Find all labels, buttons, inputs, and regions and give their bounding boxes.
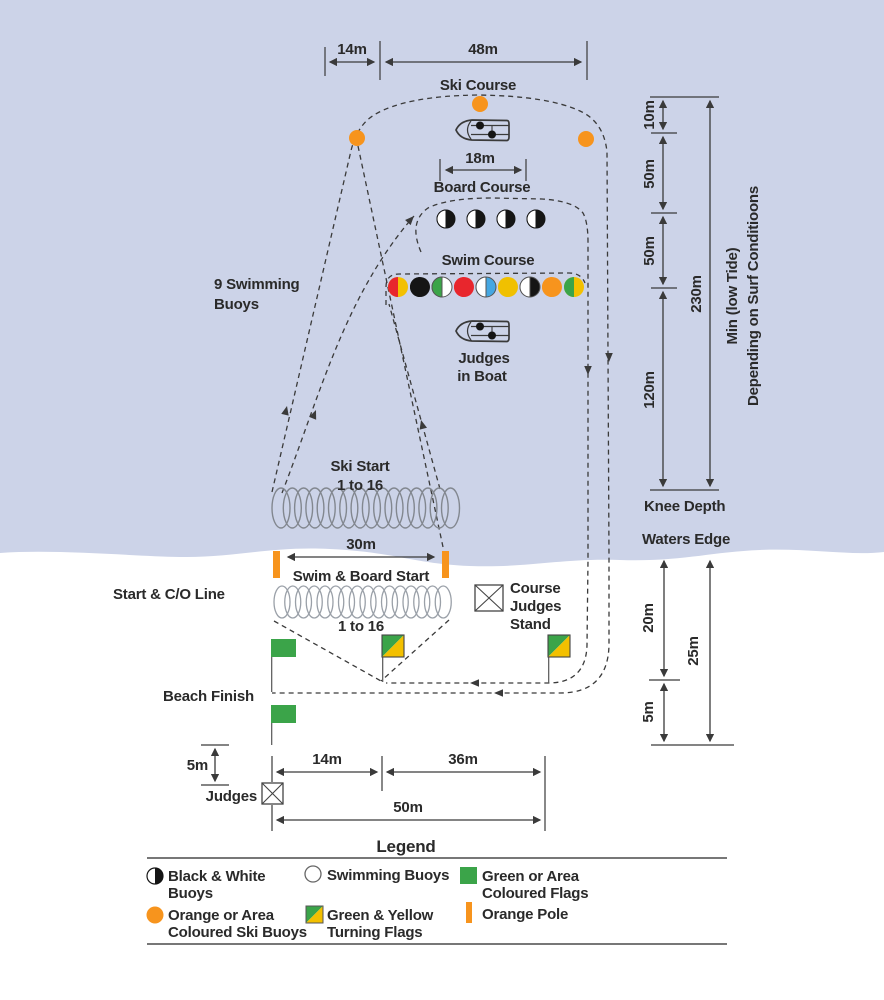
arrow-up-icon [281,406,289,416]
dim-18m-label: 18m [465,150,494,167]
legend-green-flags-label2: Coloured Flags [482,885,588,902]
dim-10m-label: 10m [641,100,658,129]
ski-course-loop [271,94,610,694]
finish-funnel-right [380,619,450,682]
course-judges-stand-icon [474,584,504,612]
orange-pole-icon [442,551,449,578]
judges-in-boat-label2: in Boat [457,368,507,385]
board-entry-line [281,215,415,494]
dim-30m-label: 30m [346,536,375,553]
beach-start-count-label: 1 to 16 [338,618,384,635]
ski-course-label: Ski Course [440,77,516,94]
judges-stand-icon [261,782,284,805]
orange-pole-legend-icon [466,902,472,923]
dim-14m-bottom-label: 14m [312,751,341,768]
dim-50m-b-label: 50m [641,236,658,265]
arrow-up-icon [419,420,427,430]
arrow-up-icon [405,216,414,226]
start-co-line-label: Start & C/O Line [113,586,225,603]
nine-swimming-buoys-label: 9 Swimming [214,276,300,293]
dim-25m-label: 25m [685,636,702,665]
orange-ski-buoys [349,96,594,147]
board-course-label: Board Course [434,179,531,196]
legend-swimming-buoys-label: Swimming Buoys [327,867,449,884]
arrow-down-icon [605,353,613,362]
dim-120m-label: 120m [641,371,658,409]
arrow-down-icon [584,366,592,375]
green-flag-icon [271,639,296,692]
dim-5m-right-label: 5m [640,701,657,722]
beach-finish-label: Beach Finish [163,688,254,705]
dimension-ticks [201,41,734,831]
legend-green-flags-label: Green or Area [482,868,580,885]
dimension-lines [210,57,715,825]
arrow-left-icon [470,679,479,687]
swim-board-start-label: Swim & Board Start [293,568,430,585]
black-white-buoy-icon [146,867,164,885]
orange-pole-icon [273,551,280,578]
knee-depth-label: Knee Depth [644,498,725,515]
dim-50m-a-label: 50m [641,159,658,188]
arrow-left-icon [494,689,503,697]
finish-funnel-left [273,620,382,682]
dim-5m-bottom-label: 5m [187,757,208,774]
course-judges-stand-label3: Stand [510,616,551,633]
min-low-tide-label2: Depending on Surf Conditioons [745,186,762,406]
dim-48m-label: 48m [468,41,497,58]
board-course-loop [386,197,589,684]
orange-ski-buoy-icon [146,906,164,924]
text-labels: 14m 48m Ski Course 18m Board Course Swim… [113,41,762,816]
green-yellow-flag-icon [381,634,405,682]
swim-course-buoys [388,276,584,298]
green-yellow-flag-legend-icon [305,905,324,924]
legend-bw-buoys-label2: Buoys [168,885,213,902]
swimming-buoy-icon [304,865,322,883]
legend-gy-flags-label: Green & Yellow [327,907,434,924]
legend: Legend Black & White Buoys Orange or Are… [146,837,727,945]
ski-start-ellipses [271,487,461,529]
legend-orange-buoys-label: Orange or Area [168,907,275,924]
swim-course-label: Swim Course [442,252,535,269]
arrow-up-icon [309,410,317,420]
legend-title: Legend [376,837,435,856]
judges-in-boat-label: Judges [458,350,509,367]
course-judges-stand-label: Course [510,580,560,597]
min-low-tide-label: Min (low Tide) [724,247,741,344]
dim-14m-label: 14m [337,41,366,58]
course-paths [271,94,613,697]
green-flag-legend-icon [460,867,477,884]
legend-orange-buoys-label2: Coloured Ski Buoys [168,924,307,941]
swim-entry-line [388,303,441,490]
ski-start-label: Ski Start [330,458,389,475]
dim-36m-label: 36m [448,751,477,768]
green-flag-icon [271,705,296,745]
nine-swimming-buoys-label2: Buoys [214,296,259,313]
beach-start-ellipses [273,585,452,619]
dim-50m-label: 50m [393,799,422,816]
dim-20m-label: 20m [640,603,657,632]
judges-label: Judges [206,788,257,805]
legend-gy-flags-label2: Turning Flags [327,924,422,941]
waters-edge-label: Waters Edge [642,531,730,548]
dim-230m-label: 230m [688,275,705,313]
black-white-board-buoys [436,209,546,229]
green-yellow-flag-icon [547,634,571,683]
legend-bw-buoys-label: Black & White [168,868,265,885]
legend-orange-pole-label: Orange Pole [482,906,568,923]
ski-start-count-label: 1 to 16 [337,477,383,494]
course-judges-stand-label2: Judges [510,598,561,615]
